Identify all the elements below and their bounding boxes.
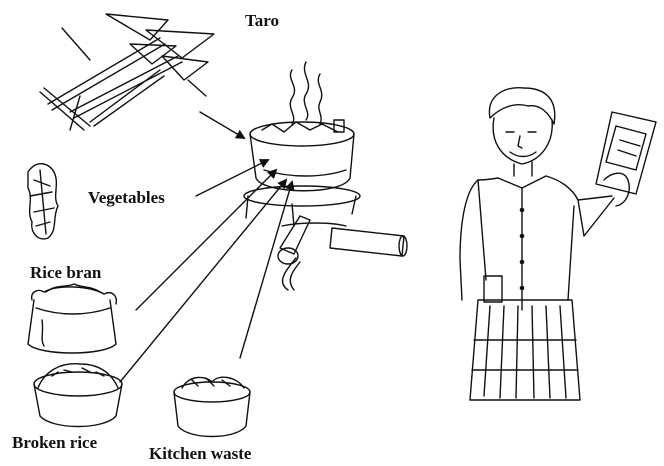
label-vegetables: Vegetables <box>88 189 165 206</box>
steam <box>290 62 321 124</box>
arrow-taro <box>200 112 244 138</box>
rice-bran-basket <box>28 284 116 353</box>
label-broken-rice: Broken rice <box>12 434 97 451</box>
kitchen-waste-pot <box>174 377 250 436</box>
broken-rice-basin <box>34 364 122 427</box>
label-kitchen-waste: Kitchen waste <box>149 445 251 462</box>
farmer-figure <box>460 88 656 400</box>
label-taro: Taro <box>245 12 279 29</box>
vegetables-bundle <box>28 164 58 239</box>
label-rice-bran: Rice bran <box>30 264 101 281</box>
taro-plant <box>40 14 214 130</box>
